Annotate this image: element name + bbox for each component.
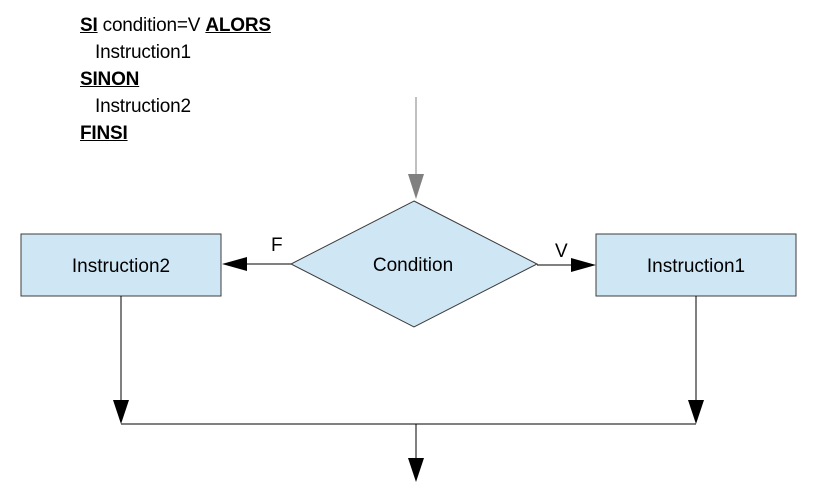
- else-keyword: SINON: [80, 69, 140, 90]
- decision-diamond: [289, 200, 539, 328]
- incoming-arrowhead: [408, 174, 424, 199]
- true-edge-label: V: [555, 241, 568, 262]
- false-instruction-box: [20, 233, 222, 297]
- pseudocode-if-line: SI condition=V ALORS: [80, 12, 271, 39]
- true-down-arrowhead: [688, 400, 704, 424]
- then-keyword: ALORS: [205, 15, 271, 36]
- true-edge-arrowhead: [571, 258, 596, 272]
- false-down-arrowhead: [113, 400, 129, 424]
- pseudocode-block: SI condition=V ALORS Instruction1 SINON …: [80, 12, 271, 147]
- pseudocode-end-line: FINSI: [80, 120, 271, 147]
- false-instruction-label: Instruction2: [72, 256, 170, 277]
- decision-label: Condition: [373, 255, 453, 276]
- else-instruction: Instruction2: [95, 96, 191, 117]
- pseudocode-else-line: SINON: [80, 66, 271, 93]
- exit-arrowhead: [408, 458, 424, 482]
- then-instruction: Instruction1: [95, 42, 191, 63]
- true-instruction-box: [595, 233, 797, 297]
- true-instruction-label: Instruction1: [647, 256, 745, 277]
- end-keyword: FINSI: [80, 123, 128, 144]
- false-edge-label: F: [271, 235, 283, 256]
- condition-text: condition=V: [97, 15, 206, 36]
- if-keyword: SI: [80, 15, 98, 36]
- false-edge-arrowhead: [222, 257, 247, 271]
